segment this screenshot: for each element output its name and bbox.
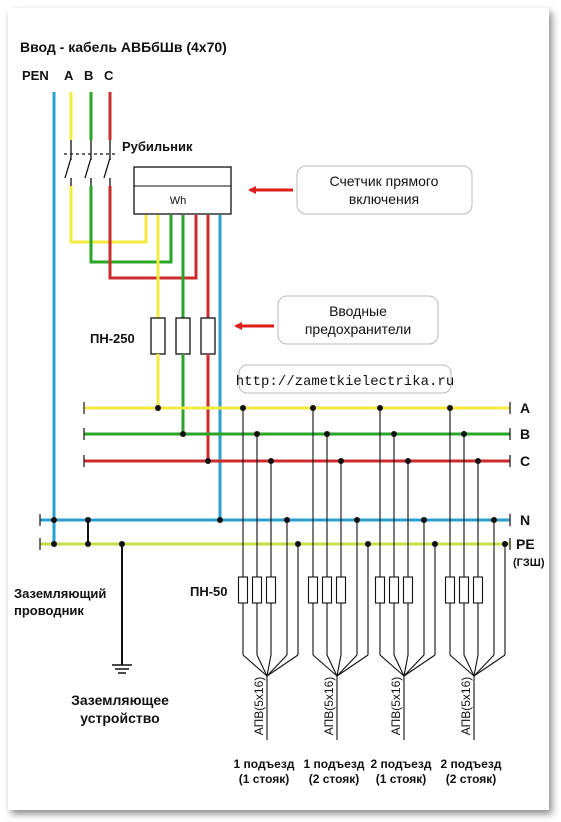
label-phase-b: B [84,68,93,83]
branch-fuse [265,576,277,604]
branch-fuse [458,576,470,604]
junction-dot [447,405,453,411]
junction-dot [155,405,161,411]
branch-fuse-label: ПН-50 [190,584,228,599]
branch-fuse [307,576,319,604]
bus-gzsh-label: (ГЗШ) [513,557,545,569]
junction-dot [254,431,260,437]
switch-label: Рубильник [122,139,193,154]
label-phase-c: C [104,68,114,83]
grounding-conductor-line1: Заземляющий [14,586,106,601]
meter-symbol: Wh [170,195,187,207]
website-url: http://zametkielectrika.ru [236,374,454,390]
junction-dot [85,517,91,523]
junction-dot [324,431,330,437]
bus-c-label: C [520,453,530,469]
bus-pe-label: PE [516,536,535,552]
junction-dot [295,541,301,547]
callout-fuses-line1: Вводные [329,303,387,319]
callout-meter-line2: включения [349,191,419,207]
pen-split [87,520,132,674]
branch-fuse [402,576,414,604]
junction-dot [491,517,497,523]
riser-caption-line1: 2 подъезд [371,757,432,771]
diagram-title: Ввод - кабель АВБбШв (4х70) [20,39,227,55]
junction-dot [217,517,223,523]
meter-output-wires [156,215,222,520]
riser-4: АПВ(5х16) 2 подъезд(2 стояк) [441,408,506,786]
input-phase-wires [69,92,112,140]
junction-dot [119,541,125,547]
riser-caption-line2: (1 стояк) [239,772,290,786]
grounding-device-line2: устройство [80,710,159,726]
cable-label: АПВ(5х16) [322,677,336,736]
callout-fuses: Вводные предохранители [234,295,439,345]
grounding-device-line1: Заземляющее [71,692,169,708]
riser-2: АПВ(5х16) 1 подъезд(2 стояк) [304,408,369,786]
junction-dot [421,517,427,523]
riser-caption-line2: (2 стояк) [446,772,497,786]
riser-caption-line1: 1 подъезд [234,757,295,771]
junction-dot [284,517,290,523]
branch-fuse [251,576,263,604]
bus-b-label: B [520,426,530,442]
riser-group: АПВ(5х16)1 подъезд(1 стояк)АПВ(5х16)1 по… [234,408,506,786]
junction-dot [405,458,411,464]
junction-dot [391,431,397,437]
label-phase-a: A [64,68,74,83]
branch-fuse [335,576,347,604]
branch-fuse [321,576,333,604]
label-pen: PEN [22,68,49,83]
junction-dot [432,541,438,547]
callout-meter-line1: Счетчик прямого [330,173,439,189]
cable-label: АПВ(5х16) [459,677,473,736]
grounding-conductor-line2: проводник [14,603,84,618]
junction-dot [51,517,57,523]
callout-meter: Счетчик прямого включения [248,165,473,215]
riser-1: АПВ(5х16) 1 подъезд(1 стояк) [234,408,299,786]
junction-dot [180,431,186,437]
junction-dot [85,541,91,547]
main-fuses [150,317,216,355]
junction-dot [365,541,371,547]
junction-dot [268,458,274,464]
branch-fuse [388,576,400,604]
website-box: http://zametkielectrika.ru [236,364,454,394]
junction-dot [461,431,467,437]
riser-caption-line1: 2 подъезд [441,757,502,771]
riser-caption-line2: (1 стояк) [376,772,427,786]
riser-3: АПВ(5х16) 2 подъезд(1 стояк) [371,408,436,786]
cable-label: АПВ(5х16) [389,677,403,736]
branch-fuse [374,576,386,604]
cable-label: АПВ(5х16) [252,677,266,736]
junction-dot [338,458,344,464]
branch-fuse [444,576,456,604]
junction-dots [51,405,508,547]
branch-fuse [237,576,249,604]
junction-dot [310,405,316,411]
riser-caption-line2: (2 стояк) [309,772,360,786]
junction-dot [377,405,383,411]
branch-fuse [472,576,484,604]
riser-caption-line1: 1 подъезд [304,757,365,771]
junction-dot [240,405,246,411]
junction-dot [205,458,211,464]
callout-fuses-line2: предохранители [305,321,411,337]
junction-dot [51,541,57,547]
bus-n-label: N [520,512,530,528]
switch-rubilnik [64,140,115,186]
junction-dot [475,458,481,464]
main-fuse-label: ПН-250 [90,331,135,346]
bus-a-label: A [520,400,530,416]
junction-dot [502,541,508,547]
meter-input-wires [69,186,198,280]
energy-meter: Wh [133,166,232,215]
junction-dot [354,517,360,523]
bus-bars [39,402,511,550]
